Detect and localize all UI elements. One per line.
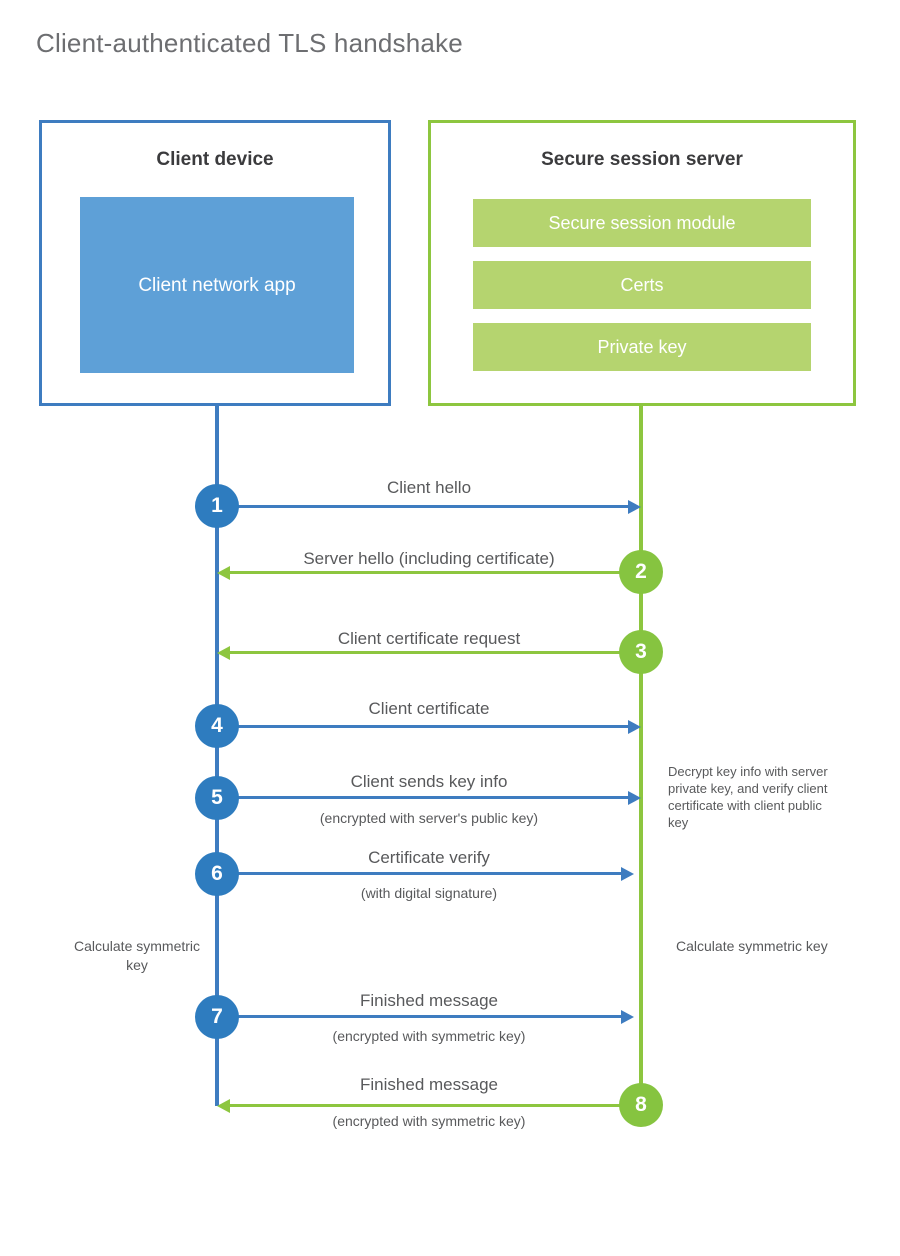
step-7-arrow-line bbox=[217, 1015, 621, 1018]
step-3-arrow-line bbox=[230, 651, 641, 654]
step-1-circle: 1 bbox=[195, 484, 239, 528]
secure-session-server-title: Secure session server bbox=[541, 149, 743, 170]
step-5-arrow-line bbox=[217, 796, 628, 799]
server-decrypt-note: Decrypt key info with server private key… bbox=[668, 764, 828, 830]
step-7-circle: 7 bbox=[195, 995, 239, 1039]
step-6-arrow-head bbox=[621, 866, 634, 881]
server-module-list: Secure session module Certs Private key bbox=[473, 199, 811, 371]
step-3-label: Client certificate request bbox=[337, 629, 521, 648]
step-8-label: Finished message bbox=[360, 1075, 498, 1094]
secure-session-server-box: Secure session server Secure session mod… bbox=[428, 120, 856, 406]
step-2-circle: 2 bbox=[619, 550, 663, 594]
client-network-app-block: Client network app bbox=[80, 197, 354, 373]
page-title: Client-authenticated TLS handshake bbox=[36, 28, 463, 58]
step-6-label: Certificate verify bbox=[368, 848, 490, 867]
step-6-arrow-line bbox=[217, 872, 621, 875]
step-4-arrow-line bbox=[217, 725, 628, 728]
step-1-arrow-line bbox=[217, 505, 628, 508]
step-7-arrow-head bbox=[621, 1009, 634, 1024]
client-lifeline bbox=[215, 406, 219, 1106]
server-calculate-symmetric-key-note: Calculate symmetric key bbox=[676, 938, 828, 954]
server-module-certs: Certs bbox=[473, 261, 811, 309]
step-2-label: Server hello (including certificate) bbox=[303, 549, 555, 568]
step-8-sublabel: (encrypted with symmetric key) bbox=[332, 1113, 526, 1129]
step-8-arrow-head bbox=[217, 1098, 230, 1113]
step-3-arrow-head bbox=[217, 645, 230, 660]
step-2-arrow-line bbox=[230, 571, 641, 574]
step-4-arrow-head bbox=[628, 719, 641, 734]
client-calculate-symmetric-key-note: Calculate symmetric key bbox=[73, 938, 201, 973]
step-4-circle: 4 bbox=[195, 704, 239, 748]
step-7-sublabel: (encrypted with symmetric key) bbox=[332, 1028, 526, 1044]
step-6-circle: 6 bbox=[195, 852, 239, 896]
server-lifeline bbox=[639, 406, 643, 1106]
step-3-circle: 3 bbox=[619, 630, 663, 674]
step-5-sublabel: (encrypted with server's public key) bbox=[319, 810, 539, 826]
server-module-secure-session-module: Secure session module bbox=[473, 199, 811, 247]
step-8-arrow-line bbox=[230, 1104, 641, 1107]
step-5-label: Client sends key info bbox=[350, 772, 508, 791]
step-5-arrow-head bbox=[628, 790, 641, 805]
step-8-circle: 8 bbox=[619, 1083, 663, 1127]
step-1-arrow-head bbox=[628, 499, 641, 514]
step-7-label: Finished message bbox=[360, 991, 498, 1010]
server-module-private-key: Private key bbox=[473, 323, 811, 371]
step-1-label: Client hello bbox=[386, 478, 472, 497]
step-6-sublabel: (with digital signature) bbox=[360, 885, 498, 901]
client-device-box: Client device Client network app bbox=[39, 120, 391, 406]
step-5-circle: 5 bbox=[195, 776, 239, 820]
client-device-title: Client device bbox=[156, 149, 274, 170]
step-4-label: Client certificate bbox=[368, 699, 490, 718]
step-2-arrow-head bbox=[217, 565, 230, 580]
